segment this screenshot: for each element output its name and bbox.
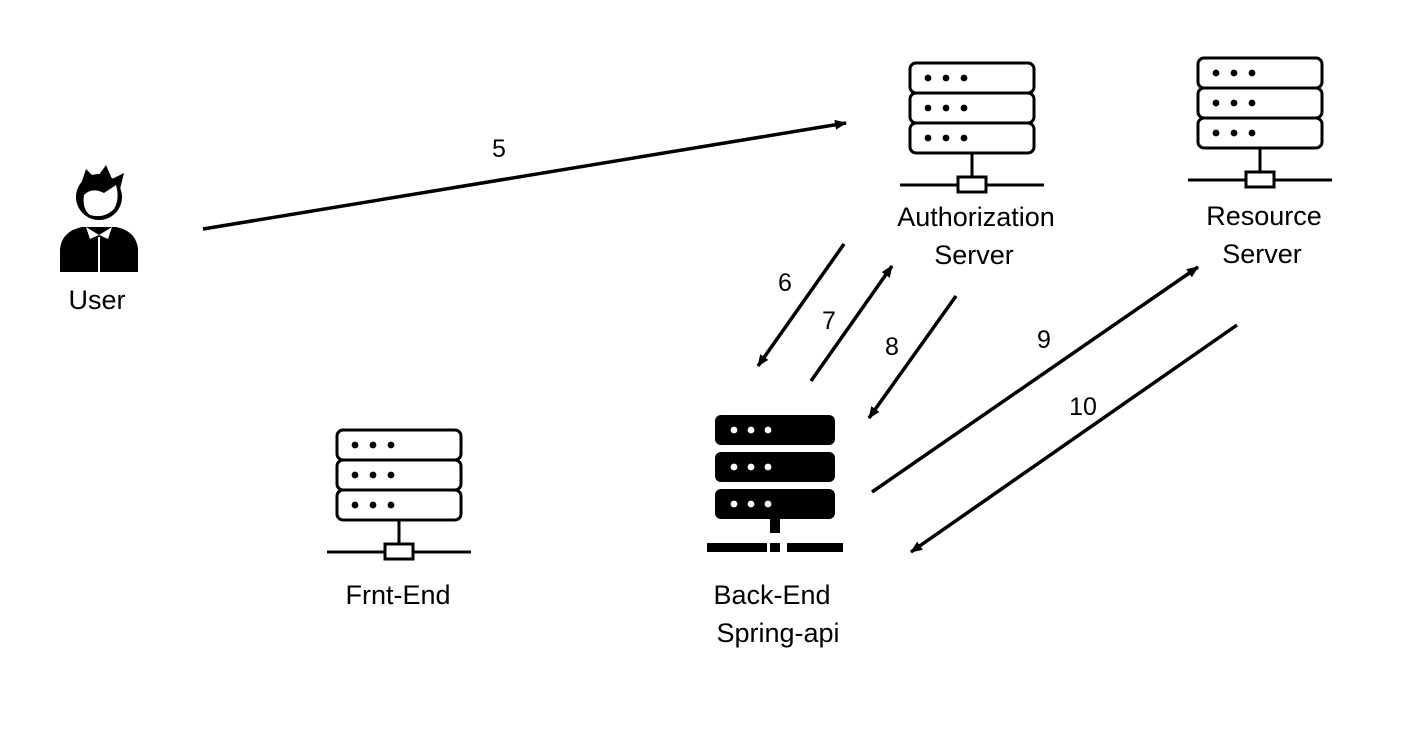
flow-arrow-10: [909, 323, 1239, 554]
step-label-7: 7: [822, 307, 836, 335]
server-outline-icon: [325, 428, 473, 561]
step-label-9: 9: [1037, 326, 1051, 354]
flow-arrow-5: [202, 119, 847, 231]
step-labels: 5 6 7 8 9 10: [492, 135, 1097, 421]
front-end-node: Frnt-End: [325, 428, 473, 610]
flow-arrow-9: [871, 265, 1199, 494]
resource-server-label-line2: Server: [1222, 239, 1302, 269]
back-end-label-line2: Spring-api: [716, 618, 839, 648]
user-label: User: [68, 285, 125, 315]
server-outline-icon: [898, 61, 1046, 194]
front-end-label: Frnt-End: [345, 580, 450, 610]
back-end-label-line1: Back-End: [713, 580, 830, 610]
step-label-6: 6: [778, 269, 792, 297]
flow-arrow-6: [756, 242, 846, 368]
flow-arrow-8: [867, 294, 958, 420]
step-label-10: 10: [1069, 393, 1097, 421]
server-filled-icon: [707, 415, 843, 552]
back-end-node: Back-End Spring-api: [707, 415, 843, 648]
authorization-server-node: Authorization Server: [897, 61, 1055, 270]
resource-server-node: Resource Server: [1186, 56, 1334, 269]
flow-arrows: [202, 119, 1239, 554]
step-label-5: 5: [492, 135, 506, 163]
user-node: User: [60, 165, 138, 315]
resource-server-label-line1: Resource: [1206, 201, 1322, 231]
authorization-server-label-line1: Authorization: [897, 202, 1055, 232]
step-label-8: 8: [885, 333, 899, 361]
authorization-server-label-line2: Server: [934, 240, 1014, 270]
flow-arrow-7: [809, 264, 894, 383]
server-outline-icon: [1186, 56, 1334, 189]
user-icon: [60, 165, 138, 272]
